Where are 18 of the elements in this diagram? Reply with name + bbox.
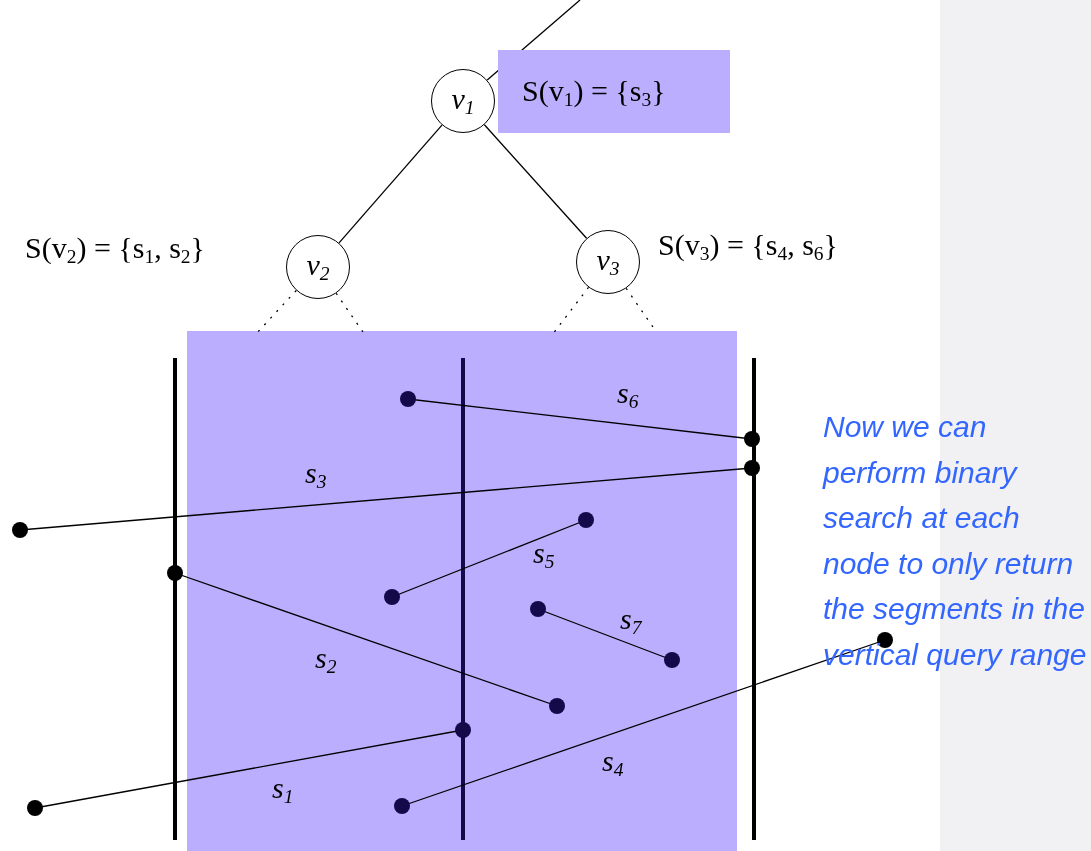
segment-label: s$_{4}$ <box>602 746 624 780</box>
node-set-label: S(v$_{2}$) = {s$_{1}$, s$_{2}$} <box>25 233 205 267</box>
node-label: v$_{3}$ <box>596 245 620 279</box>
note-text: Now we can perform binary search at each node to only return the segments in the vertical query range <box>823 409 1088 673</box>
node-set-label: S(v$_{1}$) = {s$_{3}$} <box>498 50 730 133</box>
segment-label: s$_{2}$ <box>315 643 337 677</box>
tree-node-circle <box>576 230 640 294</box>
node-label: v$_{2}$ <box>306 250 330 284</box>
tree-node-circle <box>286 235 350 299</box>
segment-label: s$_{3}$ <box>305 458 327 492</box>
node-label: v$_{1}$ <box>451 84 475 118</box>
segment-label: s$_{7}$ <box>620 604 642 638</box>
tree-edge <box>483 124 588 239</box>
segment-label: s$_{1}$ <box>272 773 294 807</box>
segment-label: s$_{6}$ <box>617 378 639 412</box>
node-set-label: S(v$_{3}$) = {s$_{4}$, s$_{6}$} <box>658 230 838 264</box>
segment-label: s$_{5}$ <box>533 538 555 572</box>
tree-edge <box>338 124 443 244</box>
